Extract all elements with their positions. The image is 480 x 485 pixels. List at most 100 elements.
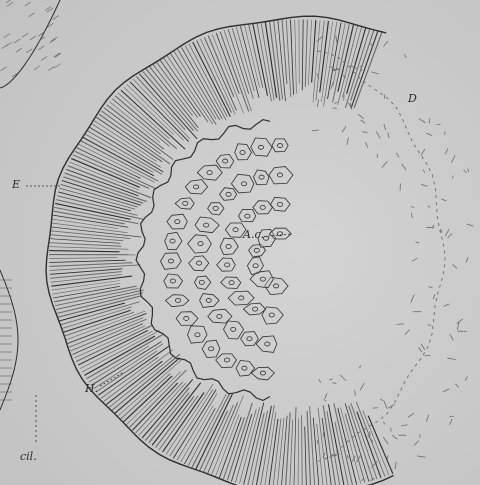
striation-line	[53, 286, 120, 299]
yolk-mark	[362, 131, 368, 133]
yolk-mark	[351, 455, 356, 462]
label-cil: cil.	[20, 450, 37, 463]
yolk-mark	[361, 478, 365, 481]
yolk-mark	[467, 168, 470, 173]
yolk-mark	[367, 434, 374, 443]
cell-nucleus	[212, 205, 219, 211]
striation-line	[51, 275, 133, 287]
cell-nucleus	[203, 222, 210, 228]
cell-outline	[164, 294, 190, 308]
cell-outline	[163, 273, 184, 289]
striation-line	[114, 357, 181, 414]
outer-epithelial-striations	[49, 19, 474, 485]
striation-line	[89, 126, 164, 173]
yolk-mark	[329, 453, 336, 459]
cell-outline	[261, 306, 284, 325]
yolk-mark	[323, 398, 327, 402]
cell-outline	[166, 213, 188, 230]
cell-nucleus	[276, 201, 283, 207]
striation-line	[111, 353, 181, 412]
striation-line	[172, 389, 217, 459]
yolk-mark	[334, 101, 338, 104]
striation-line	[55, 289, 144, 310]
cell-nucleus	[223, 357, 230, 363]
striation-line	[260, 22, 275, 101]
cell-nucleus	[197, 241, 204, 247]
striation-line	[268, 21, 281, 101]
striation-line	[231, 28, 254, 100]
striation-line	[342, 26, 363, 98]
label-e: E	[12, 178, 21, 191]
fragment-striation	[15, 47, 23, 53]
yolk-mark	[339, 374, 347, 382]
outer-contour	[45, 15, 446, 485]
cell-outline	[271, 138, 289, 153]
striation-line	[196, 40, 232, 113]
striation-line	[243, 402, 265, 485]
striation-line	[165, 383, 214, 455]
striation-line	[149, 66, 199, 128]
striation-line	[155, 61, 199, 118]
striation-line	[326, 411, 341, 485]
cell-nucleus	[252, 263, 259, 269]
yolk-mark	[447, 357, 456, 361]
striation-line	[173, 51, 217, 120]
yolk-mark	[449, 333, 454, 341]
striation-line	[76, 147, 141, 179]
striation-line	[332, 23, 350, 103]
yolk-mark	[316, 73, 320, 80]
striation-line	[135, 76, 186, 131]
striation-line	[59, 302, 126, 322]
striation-line	[120, 89, 186, 150]
striation-line	[117, 92, 170, 139]
striation-line	[53, 210, 125, 225]
yolk-mark	[386, 455, 389, 460]
fragment-striation	[48, 66, 55, 71]
striation-line	[56, 292, 144, 314]
striation-line	[95, 350, 158, 393]
cell-nucleus	[228, 280, 235, 286]
fragment-striation	[28, 12, 35, 18]
cell-nucleus	[257, 144, 264, 150]
cell-nucleus	[222, 158, 229, 164]
fragment-striation	[6, 1, 14, 7]
cell-outline	[223, 320, 245, 340]
striation-line	[219, 31, 250, 112]
striation-line	[244, 25, 260, 88]
yolk-mark	[342, 75, 347, 79]
cell-nucleus	[239, 150, 246, 155]
cell-outline	[194, 275, 212, 290]
cell-nucleus	[246, 336, 253, 342]
striation-line	[61, 180, 141, 206]
striation-line	[180, 405, 214, 463]
cell-outline	[270, 196, 291, 212]
yolk-mark	[410, 294, 415, 303]
striation-line	[74, 150, 156, 189]
striation-line	[195, 393, 233, 470]
striation-line	[58, 191, 131, 212]
yolk-mark	[464, 376, 468, 381]
ac-leader-line	[267, 233, 293, 237]
striation-line	[328, 404, 345, 485]
yolk-mark	[411, 257, 418, 262]
cell-outline	[250, 366, 275, 381]
cell-nucleus	[182, 200, 189, 206]
yolk-mark	[382, 436, 389, 445]
striation-line	[108, 355, 175, 408]
striation-line	[235, 27, 255, 91]
striation-line	[54, 206, 139, 225]
striation-line	[80, 140, 159, 182]
yolk-mark	[360, 65, 362, 72]
striation-line	[126, 84, 184, 141]
yolk-mark	[335, 35, 338, 44]
striation-line	[184, 45, 227, 121]
fragment-striation	[49, 38, 56, 44]
yolk-mark	[376, 131, 381, 139]
yolk-mark	[426, 132, 433, 137]
cell-nucleus	[259, 204, 266, 210]
striation-line	[144, 387, 190, 441]
yolk-mark	[442, 388, 450, 393]
yolk-mark	[419, 434, 421, 438]
fragment-striation	[47, 23, 54, 28]
yolk-mark	[432, 294, 436, 300]
